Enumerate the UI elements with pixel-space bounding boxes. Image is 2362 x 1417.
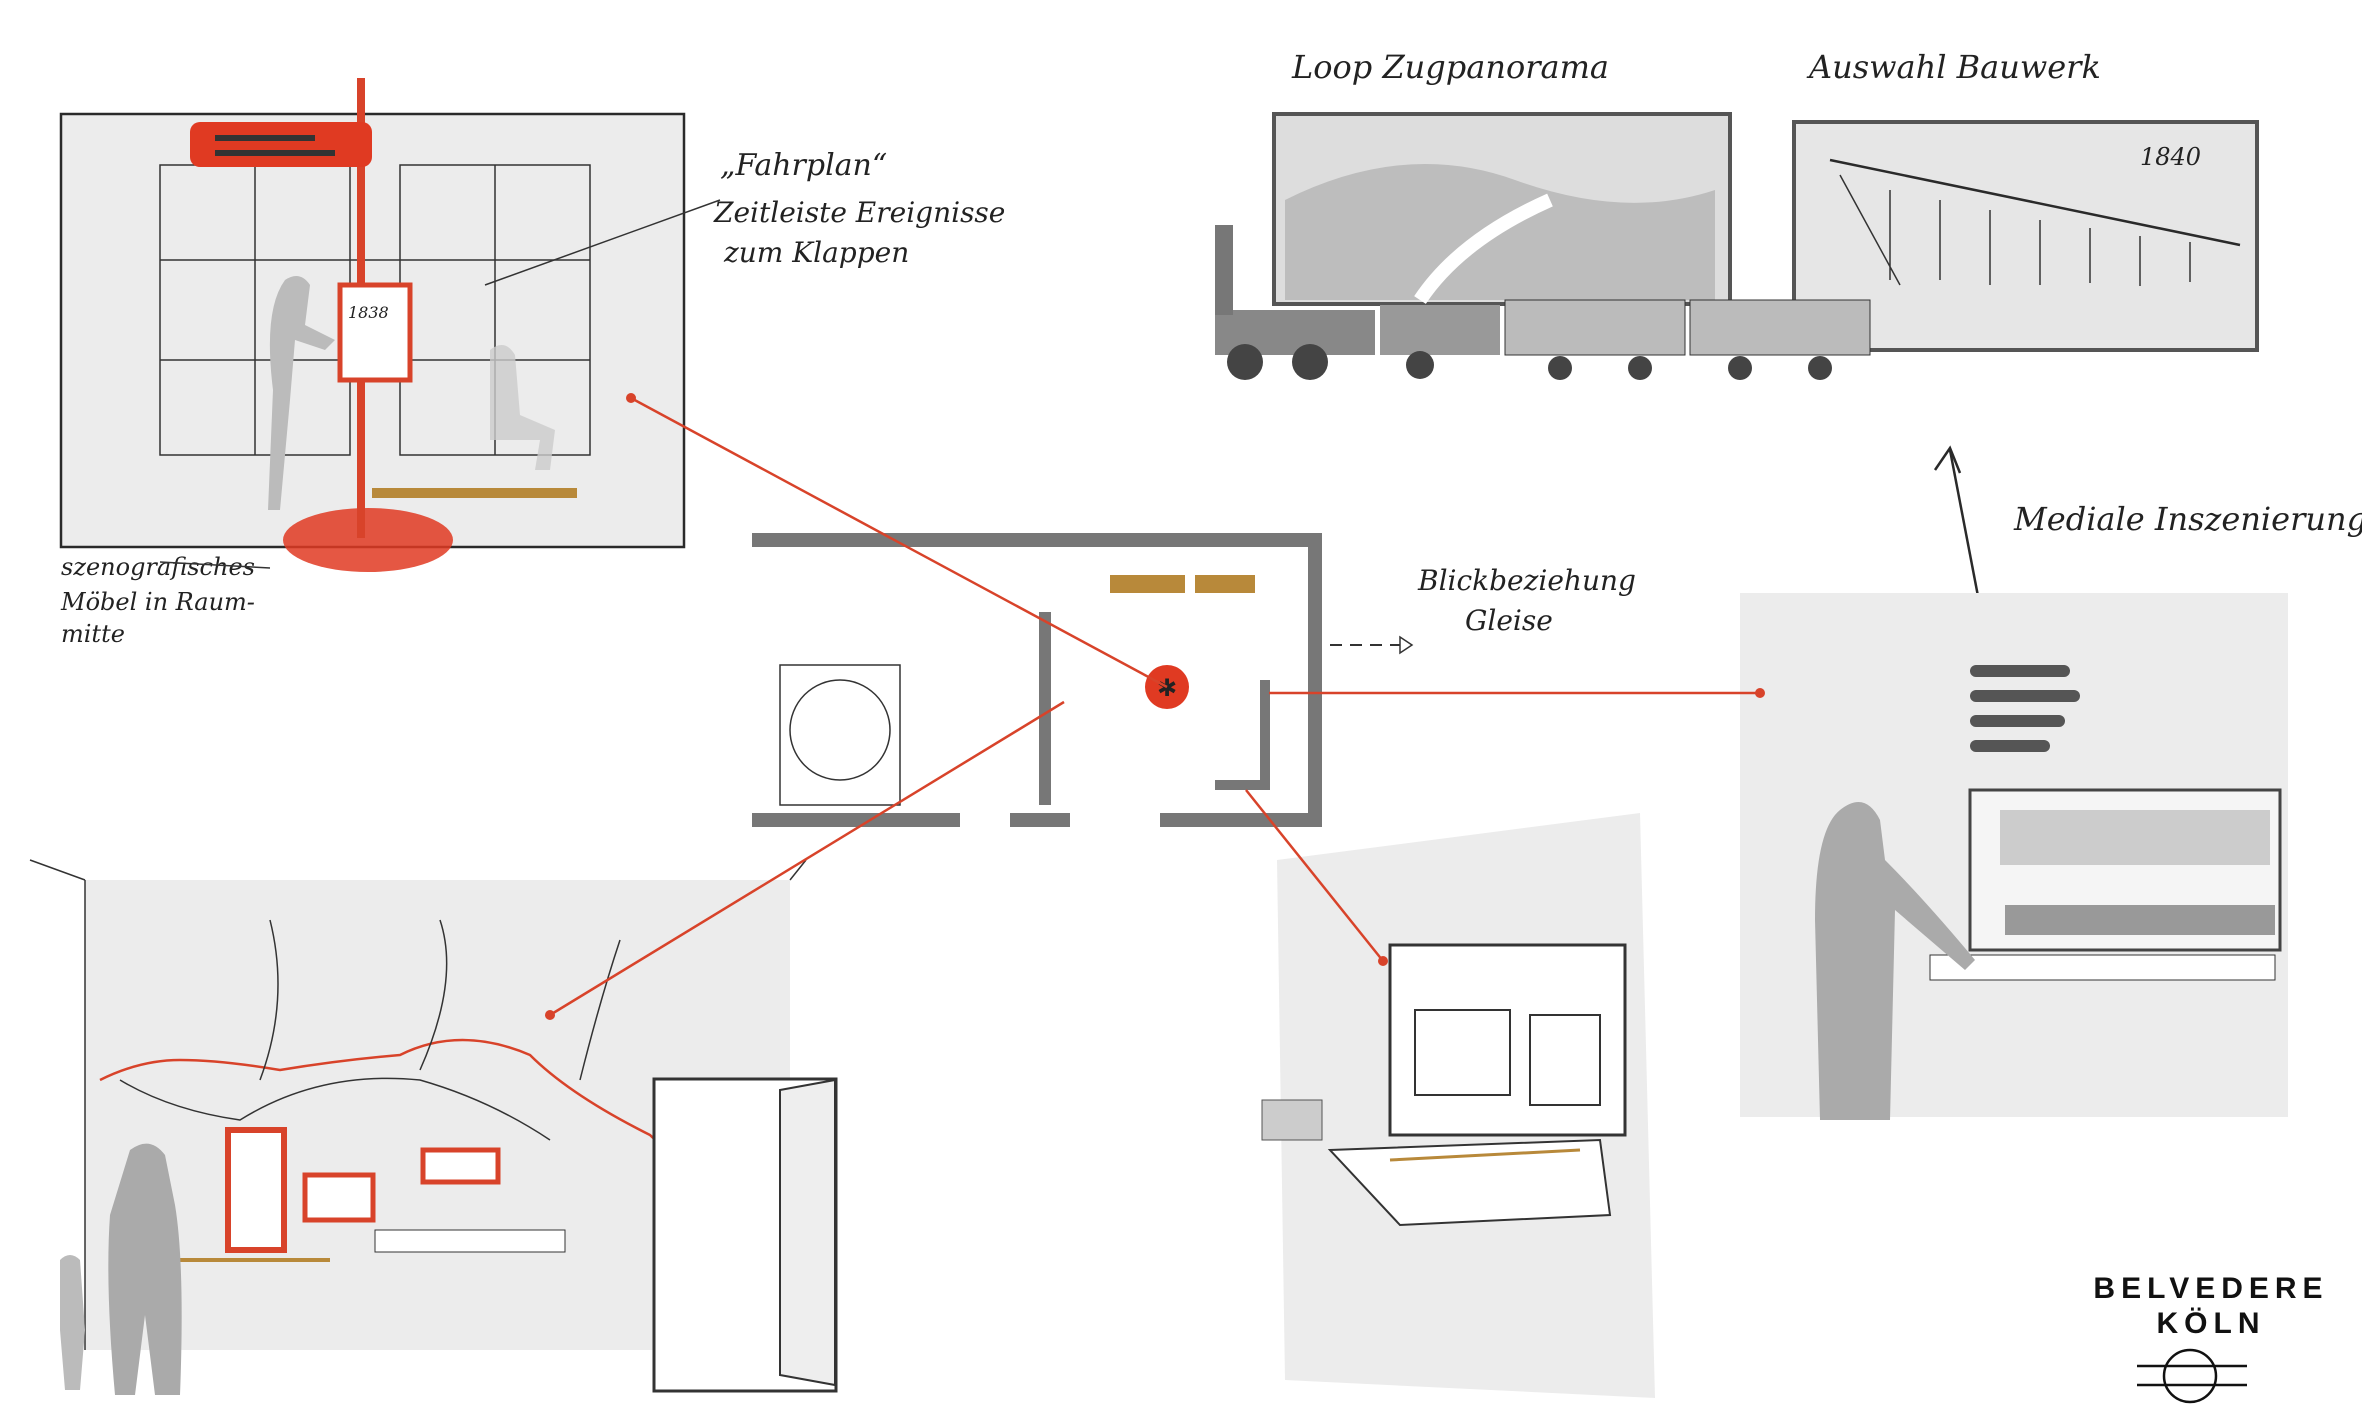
svg-text:zum Klappen: zum Klappen (723, 236, 909, 269)
sketch-media-wall (1261, 813, 1655, 1398)
train-miniature (2005, 905, 2275, 935)
annotation-fahrplan: „Fahrplan“ Zeitleiste Ereignisse zum Kla… (484, 148, 1005, 286)
visitor-figure (268, 276, 335, 510)
annotation-moebel: szenografisches Möbel in Raum- mitte (60, 553, 271, 648)
spiral-stair (789, 679, 891, 781)
svg-text:Möbel in Raum-: Möbel in Raum- (60, 588, 255, 616)
connector-lines (545, 393, 1765, 1020)
sketch-fahrplan-room: 1838 (59, 78, 686, 572)
logo-circle-icon (2162, 1348, 2218, 1404)
train-miniature (1261, 1099, 1323, 1141)
visitor-figure (108, 1143, 182, 1395)
child-figure (60, 1255, 85, 1390)
svg-text:Loop Zugpanorama: Loop Zugpanorama (1291, 48, 1609, 86)
belvedere-logo: BELVEDERE KÖLN (2093, 1272, 2328, 1404)
svg-text:1838: 1838 (348, 303, 389, 322)
svg-text:Mediale Inszenierung: Mediale Inszenierung (2013, 500, 2362, 538)
fahrplan-banner (190, 122, 372, 167)
svg-text:✱: ✱ (1157, 674, 1177, 702)
seated-figure (490, 345, 555, 470)
annotation-blickbeziehung: Blickbeziehung Gleise (1417, 564, 1636, 637)
svg-text:Zeitleiste Ereignisse: Zeitleiste Ereignisse (713, 196, 1005, 229)
sketch-auswahl-bauwerk: Auswahl Bauwerk 1840 (1792, 48, 2259, 352)
svg-text:szenografisches: szenografisches (61, 553, 255, 581)
svg-text:„Fahrplan“: „Fahrplan“ (720, 148, 887, 183)
sketch-mediale-inszenierung: Mediale Inszenierung (1740, 445, 2362, 1120)
svg-text:Gleise: Gleise (1465, 604, 1553, 637)
svg-text:Blickbeziehung: Blickbeziehung (1417, 564, 1636, 597)
sketch-loop-panorama: Loop Zugpanorama (1272, 48, 1732, 306)
sketch-map-wall (29, 859, 838, 1395)
floor-plan: ✱ (752, 533, 1414, 827)
svg-text:KÖLN: KÖLN (2157, 1307, 2266, 1340)
svg-text:mitte: mitte (61, 620, 125, 648)
visitor-figure (1815, 802, 1975, 1120)
fold-panel (337, 282, 413, 383)
svg-text:1840: 1840 (2140, 143, 2201, 171)
svg-text:Auswahl Bauwerk: Auswahl Bauwerk (1806, 48, 2101, 86)
svg-text:BELVEDERE: BELVEDERE (2093, 1272, 2328, 1305)
train-illustration (1215, 225, 1871, 380)
